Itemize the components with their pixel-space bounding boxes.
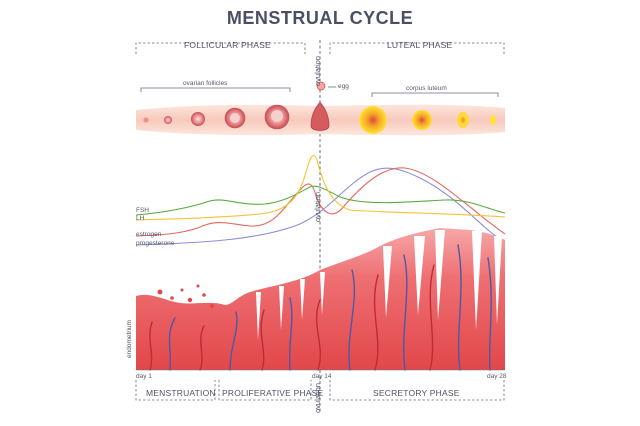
ruptured-follicle — [310, 101, 330, 131]
day-28-label: day 28 — [487, 373, 507, 380]
legend-lh: LH — [136, 215, 145, 222]
legend-fsh: FSH — [136, 207, 149, 214]
proliferative-phase-label: PROLIFERATIVE PHASE — [222, 388, 324, 398]
bottom-phase-brackets — [135, 380, 505, 401]
top-phase-brackets — [135, 42, 505, 54]
secretory-phase-label: SECRETORY PHASE — [373, 388, 460, 398]
corpus-luteum-label: corpus luteum — [406, 85, 447, 92]
diagram-title: MENSTRUAL CYCLE — [226, 8, 414, 28]
follicle-series — [143, 81, 330, 131]
ovulation-label-middle: ovulation — [313, 191, 322, 222]
egg — [316, 81, 326, 91]
fsh-curve — [135, 185, 506, 216]
lh-curve — [135, 155, 506, 221]
follicle-1 — [143, 117, 149, 123]
corpus-luteum-1 — [359, 106, 387, 134]
corpus-luteum-4 — [490, 115, 496, 125]
follicle-3 — [191, 112, 205, 126]
ovarian-follicles-label: ovarian follicles — [183, 80, 228, 87]
day-14-label: day 14 — [312, 373, 332, 380]
corpus-luteum-2 — [412, 110, 432, 130]
shedding-fragments — [157, 284, 214, 308]
corpus-luteum-series — [359, 106, 496, 134]
legend-estrogen: estrogen — [136, 231, 162, 238]
menstruation-label: MENSTRUATION — [146, 388, 216, 398]
luteal-phase-label: LUTEAL PHASE — [387, 40, 453, 50]
egg-label: egg — [338, 83, 349, 90]
endometrium-label: endometrium — [126, 320, 133, 358]
follicular-phase-label: FOLLICULAR PHASE — [184, 40, 271, 50]
follicle-2 — [164, 116, 172, 124]
hormone-curves — [135, 155, 506, 246]
endometrium — [136, 228, 505, 371]
ovulation-label-top: ovulation — [313, 55, 322, 86]
day-1-label: day 1 — [136, 373, 152, 380]
legend-progesterone: progesterone — [136, 240, 175, 247]
